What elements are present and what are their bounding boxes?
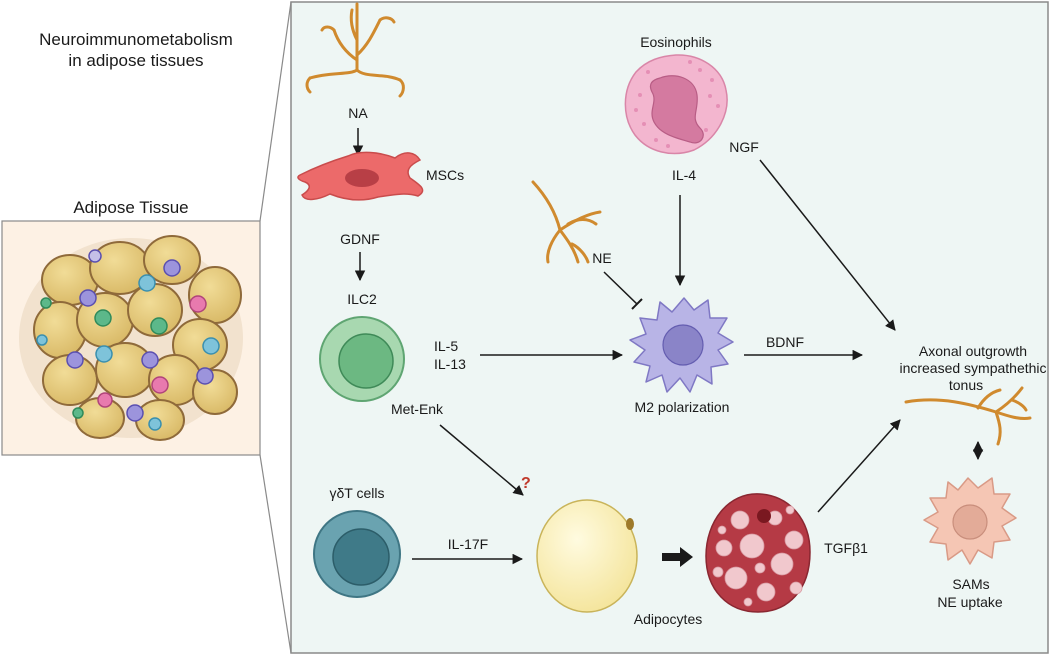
label-il17f: IL-17F bbox=[448, 536, 488, 552]
adipose-tissue-illustration bbox=[19, 235, 243, 441]
label-na: NA bbox=[348, 105, 368, 121]
label-tgfb1: TGFβ1 bbox=[824, 540, 868, 556]
figure-title-line2: in adipose tissues bbox=[68, 51, 203, 70]
brown-adipocyte-icon bbox=[705, 493, 811, 613]
label-ngf: NGF bbox=[729, 139, 759, 155]
inhibition-ne-to-m2 bbox=[603, 271, 638, 305]
sam-cell-icon bbox=[923, 477, 1017, 565]
na-nerve-icon bbox=[305, 2, 405, 98]
ilc2-cell-icon bbox=[319, 316, 405, 402]
label-adipocytes: Adipocytes bbox=[634, 611, 702, 627]
label-bdnf: BDNF bbox=[766, 334, 804, 350]
m2-macrophage-icon bbox=[629, 297, 734, 393]
label-axonal-line2: increased sympathethic bbox=[899, 360, 1046, 376]
label-il13: IL-13 bbox=[434, 356, 466, 372]
arrow-ngf-to-axonal-outgrowth bbox=[759, 159, 896, 331]
label-il4: IL-4 bbox=[672, 167, 696, 183]
label-gdt-cells: γδT cells bbox=[330, 485, 385, 501]
inhibition-bar bbox=[631, 298, 643, 310]
arrow-met-enk-to-adipocyte bbox=[439, 424, 524, 496]
ne-nerve-icon bbox=[531, 180, 602, 264]
label-ilc2: ILC2 bbox=[347, 291, 377, 307]
label-il5: IL-5 bbox=[434, 338, 458, 354]
gdt-cell-icon bbox=[313, 510, 401, 598]
thick-arrow-browning bbox=[662, 547, 693, 567]
unknown-link-question-mark: ? bbox=[521, 475, 531, 492]
label-eosinophils: Eosinophils bbox=[640, 34, 712, 50]
axon-nerve-icon bbox=[904, 386, 1032, 446]
zoom-line-bottom bbox=[259, 454, 292, 654]
label-ne: NE bbox=[592, 250, 611, 266]
label-gdnf: GDNF bbox=[340, 231, 380, 247]
label-sams: SAMs bbox=[952, 576, 989, 592]
figure-title-line1: Neuroimmunometabolism bbox=[39, 30, 233, 49]
label-m2-polarization: M2 polarization bbox=[635, 399, 730, 415]
arrow-tgfb1-to-axonal-outgrowth bbox=[817, 419, 901, 513]
label-axonal-line3: tonus bbox=[949, 377, 983, 393]
label-axonal-line1: Axonal outgrowth bbox=[919, 343, 1027, 359]
white-adipocyte-icon bbox=[536, 499, 638, 613]
zoom-line-top bbox=[259, 1, 292, 222]
adipose-tissue-title: Adipose Tissue bbox=[73, 198, 188, 217]
label-met-enk: Met-Enk bbox=[391, 401, 444, 417]
label-mscs: MSCs bbox=[426, 167, 464, 183]
adipose-tissue-panel bbox=[1, 220, 261, 456]
eosinophil-cell-icon bbox=[624, 54, 728, 155]
msc-cell-icon bbox=[297, 151, 424, 201]
label-ne-uptake: NE uptake bbox=[937, 594, 1003, 610]
